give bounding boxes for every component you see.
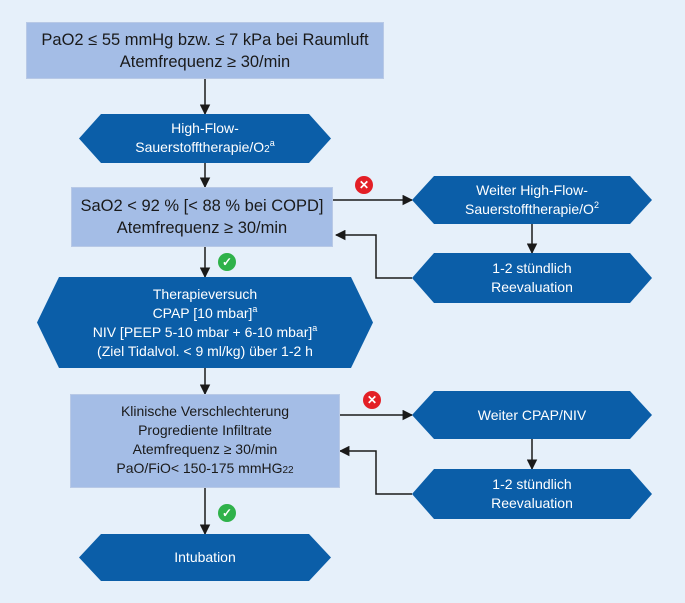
klinisch-reference-subscript: 22: [282, 465, 294, 476]
node-clinical-deterioration: Klinische Verschlechterung Progrediente …: [70, 394, 340, 488]
klinisch-line-3: Atemfrequenz ≥ 30/min: [132, 441, 278, 457]
highflow-subscript: 2: [264, 143, 270, 155]
weiter-highflow-superscript: 2: [593, 200, 599, 210]
sao2-line-2: Atemfrequenz ≥ 30/min: [116, 219, 288, 237]
arrow-reeval2-back-to-klinisch: [338, 445, 412, 495]
therapie-line-1: Therapieversuch: [152, 285, 258, 302]
no-icon: ✕: [355, 176, 373, 194]
reeval2-line-1: 1-2 stündlich: [492, 476, 572, 492]
node-sao2-criteria: SaO2 < 92 % [< 88 % bei COPD] Atemfreque…: [71, 187, 333, 247]
therapie-line-4: (Ziel Tidalvol. < 9 ml/kg) über 1-2 h: [97, 342, 313, 359]
node-continue-cpap-niv: Weiter CPAP/NIV: [412, 391, 652, 439]
therapie-line-2: CPAP [10 mbar]a: [153, 304, 258, 323]
therapie-line-3-text: NIV [PEEP 5-10 mbar + 6-10 mbar]: [92, 323, 313, 340]
node-continue-highflow: Weiter High-Flow- Sauerstofftherapie/O2: [412, 176, 652, 224]
node-therapy-trial: Therapieversuch CPAP [10 mbar]a NIV [PEE…: [37, 277, 373, 368]
highflow-footnote-mark: a: [269, 137, 275, 148]
yes-icon: ✓: [218, 253, 236, 271]
weiter-highflow-line-1: Weiter High-Flow-: [476, 182, 588, 198]
no-icon: ✕: [363, 391, 381, 409]
start-line-2: Atemfrequenz ≥ 30/min: [119, 52, 291, 71]
weiter-highflow-line-2: Sauerstofftherapie/O2: [465, 200, 599, 219]
therapie-line-3: NIV [PEEP 5-10 mbar + 6-10 mbar]a: [93, 323, 318, 342]
highflow-line-2: Sauerstofftherapie/O2a: [135, 138, 275, 159]
yes-icon: ✓: [218, 504, 236, 522]
reeval1-line-2: Reevaluation: [491, 279, 573, 295]
highflow-line-2-text: Sauerstofftherapie/O: [135, 138, 265, 155]
klinisch-line-4: PaO/FiO< 150-175 mmHG22: [116, 459, 293, 480]
sao2-line-1: SaO2 < 92 % [< 88 % bei COPD]: [80, 197, 324, 215]
klinisch-line-1: Klinische Verschlechterung: [120, 403, 290, 419]
klinisch-line-4-text: PaO/FiO< 150-175 mmHG: [116, 460, 283, 476]
weiter-highflow-line-2-text: Sauerstofftherapie/O: [465, 201, 594, 217]
highflow-line-1: High-Flow-: [171, 119, 239, 136]
weiter-cpap-line-1: Weiter CPAP/NIV: [477, 406, 587, 423]
node-start-criteria: PaO2 ≤ 55 mmHg bzw. ≤ 7 kPa bei Raumluft…: [26, 22, 384, 79]
therapie-cpap-footnote-mark: a: [252, 303, 258, 314]
therapie-niv-footnote-mark: a: [312, 322, 318, 333]
therapie-line-2-text: CPAP [10 mbar]: [152, 304, 253, 321]
node-highflow-therapy: High-Flow- Sauerstofftherapie/O2a: [79, 114, 331, 163]
node-reevaluation-1: 1-2 stündlich Reevaluation: [412, 253, 652, 303]
node-intubation: Intubation: [79, 534, 331, 581]
node-reevaluation-2: 1-2 stündlich Reevaluation: [412, 469, 652, 519]
klinisch-line-2: Progrediente Infiltrate: [138, 422, 272, 438]
start-line-1: PaO2 ≤ 55 mmHg bzw. ≤ 7 kPa bei Raumluft: [41, 30, 369, 49]
arrow-reeval1-back-to-sao2: [334, 229, 412, 279]
intubation-label: Intubation: [174, 549, 236, 565]
reeval2-line-2: Reevaluation: [491, 495, 573, 511]
reeval1-line-1: 1-2 stündlich: [492, 260, 572, 276]
